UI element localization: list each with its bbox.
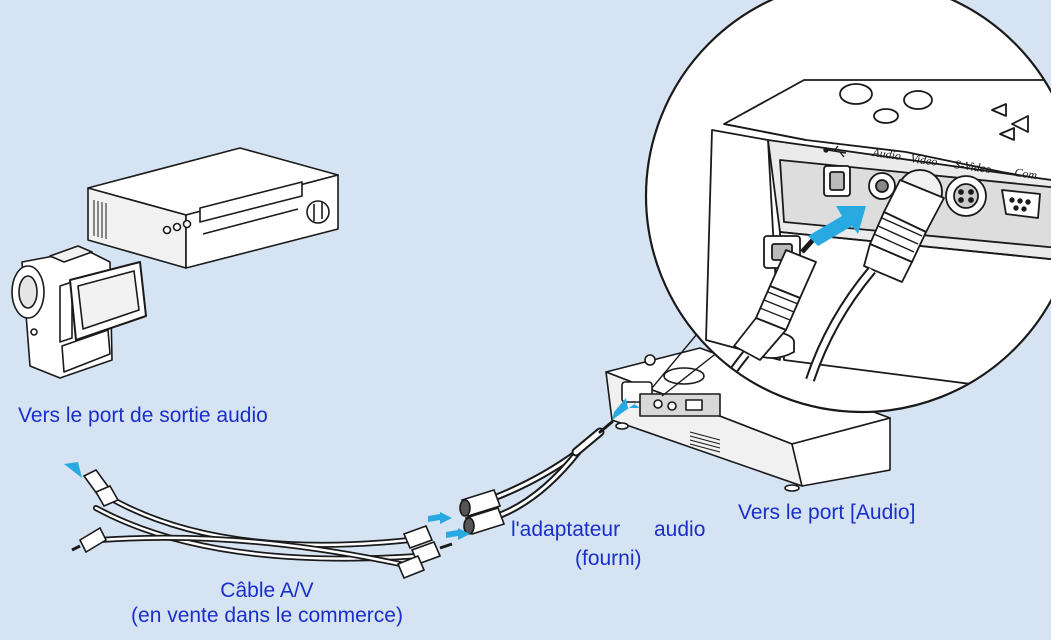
arrow-icon bbox=[428, 512, 452, 524]
port-label-computer: Com bbox=[1014, 165, 1039, 182]
port-label-video: Video bbox=[910, 151, 939, 169]
small-arrows bbox=[64, 396, 646, 540]
vcr-device bbox=[87, 147, 339, 269]
audio-output-label: Vers le port de sortie audio bbox=[18, 404, 268, 427]
usb-icon bbox=[823, 145, 847, 158]
port-label-s-video: S-Video bbox=[954, 157, 993, 176]
port-label-audio: Audio bbox=[871, 145, 902, 163]
audio-cable bbox=[490, 420, 614, 520]
camcorder-device bbox=[11, 245, 147, 379]
connection-arrow-icon bbox=[808, 206, 866, 246]
adapter-label-line2: audio bbox=[654, 518, 706, 541]
arrow-icon bbox=[446, 528, 470, 540]
av-cable bbox=[93, 495, 421, 567]
arrow-icon bbox=[612, 396, 646, 420]
port-label-group: Audio Video S-Video Com bbox=[871, 145, 1039, 182]
av-cable-plugs bbox=[71, 468, 453, 580]
adapter-label-line3: (fourni) bbox=[575, 547, 642, 570]
projector-device bbox=[605, 347, 891, 492]
av-cable-label-line2: (en vente dans le commerce) bbox=[131, 604, 403, 627]
projector-audio-port-label: Vers le port [Audio] bbox=[738, 501, 916, 524]
adapter-label-line1: l'adaptateur bbox=[511, 518, 621, 541]
arrow-icon bbox=[64, 462, 82, 478]
av-cable-label-line1: Câble A/V bbox=[220, 579, 314, 602]
audio-adapter bbox=[459, 489, 506, 535]
